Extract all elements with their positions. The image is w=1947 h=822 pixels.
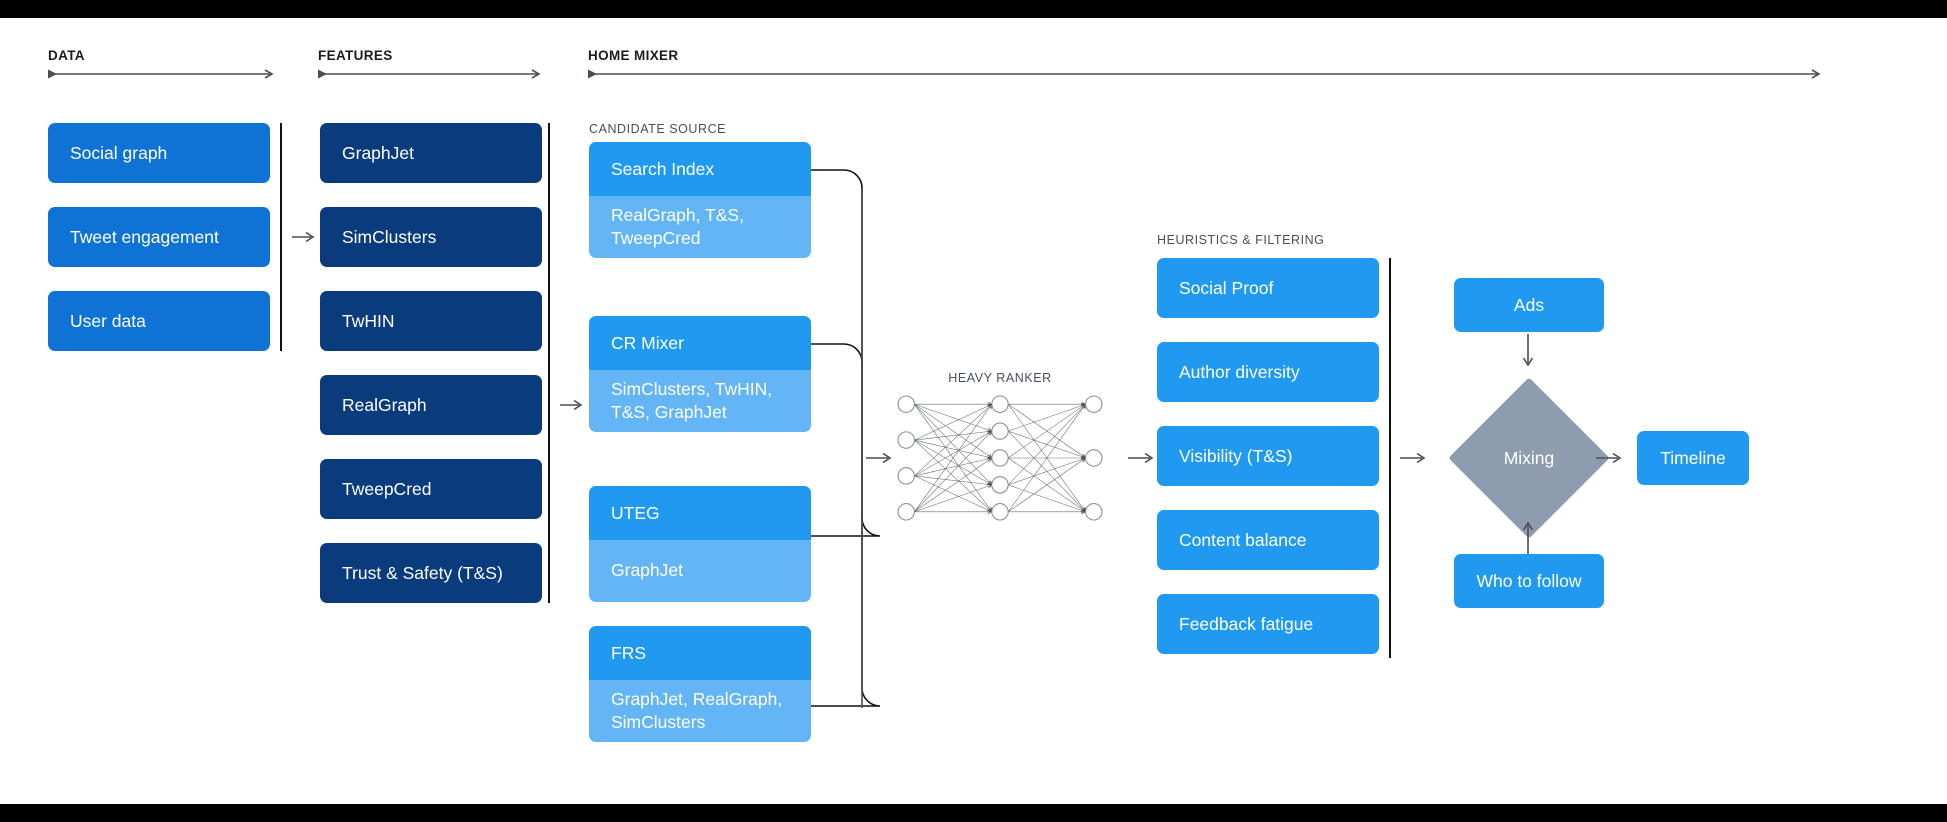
candidate-source-features: GraphJet bbox=[589, 540, 811, 602]
arrow-heavy-ranker-to-heuristics bbox=[1128, 451, 1156, 465]
section-label-data: DATA bbox=[48, 48, 85, 63]
feature-box-label: GraphJet bbox=[342, 142, 414, 163]
candidate-source-search-index[interactable]: Search Index RealGraph, T&S, TweepCred bbox=[589, 142, 811, 258]
arrow-ads-to-mixing bbox=[1521, 334, 1535, 370]
feature-box-realgraph[interactable]: RealGraph bbox=[320, 375, 542, 435]
section-arrow-features bbox=[318, 68, 543, 80]
data-box-label: Social graph bbox=[70, 142, 168, 163]
diagram-sheet: DATA FEATURES HOME MIXER bbox=[0, 18, 1947, 804]
divider-after-heuristics bbox=[1389, 258, 1391, 658]
output-box-label: Timeline bbox=[1660, 447, 1726, 468]
sub-label-candidate-source: CANDIDATE SOURCE bbox=[589, 122, 727, 136]
sub-label-heavy-ranker: HEAVY RANKER bbox=[948, 371, 1052, 385]
feature-box-label: RealGraph bbox=[342, 394, 427, 415]
feature-box-graphjet[interactable]: GraphJet bbox=[320, 123, 542, 183]
heuristic-box-social-proof[interactable]: Social Proof bbox=[1157, 258, 1379, 318]
heuristic-box-label: Author diversity bbox=[1179, 361, 1300, 382]
candidate-source-bus-connector bbox=[811, 138, 931, 758]
output-box-ads[interactable]: Ads bbox=[1454, 278, 1604, 332]
divider-after-data bbox=[280, 123, 282, 351]
feature-box-label: Trust & Safety (T&S) bbox=[342, 562, 503, 583]
section-label-home-mixer: HOME MIXER bbox=[588, 48, 679, 63]
divider-after-features bbox=[548, 123, 550, 603]
output-box-who-to-follow[interactable]: Who to follow bbox=[1454, 554, 1604, 608]
heavy-ranker-neural-network bbox=[896, 394, 1104, 522]
feature-box-twhin[interactable]: TwHIN bbox=[320, 291, 542, 351]
output-box-timeline[interactable]: Timeline bbox=[1637, 431, 1749, 485]
data-box-label: Tweet engagement bbox=[70, 226, 219, 247]
feature-box-label: TweepCred bbox=[342, 478, 432, 499]
section-label-features: FEATURES bbox=[318, 48, 393, 63]
sub-label-heuristics-filtering: HEURISTICS & FILTERING bbox=[1157, 233, 1325, 247]
heuristic-box-label: Content balance bbox=[1179, 529, 1307, 550]
heuristic-box-visibility[interactable]: Visibility (T&S) bbox=[1157, 426, 1379, 486]
data-box-user-data[interactable]: User data bbox=[48, 291, 270, 351]
section-arrow-home-mixer bbox=[588, 68, 1823, 80]
feature-box-label: SimClusters bbox=[342, 226, 437, 247]
candidate-source-features: GraphJet, RealGraph, SimClusters bbox=[589, 680, 811, 742]
candidate-source-title: CR Mixer bbox=[589, 316, 811, 370]
heuristic-box-content-balance[interactable]: Content balance bbox=[1157, 510, 1379, 570]
data-box-tweet-engagement[interactable]: Tweet engagement bbox=[48, 207, 270, 267]
candidate-source-title: UTEG bbox=[589, 486, 811, 540]
heuristic-box-label: Visibility (T&S) bbox=[1179, 445, 1293, 466]
candidate-source-features: SimClusters, TwHIN, T&S, GraphJet bbox=[589, 370, 811, 432]
arrow-features-to-candidate-source bbox=[560, 398, 584, 412]
candidate-source-title: FRS bbox=[589, 626, 811, 680]
heuristic-box-feedback-fatigue[interactable]: Feedback fatigue bbox=[1157, 594, 1379, 654]
data-box-social-graph[interactable]: Social graph bbox=[48, 123, 270, 183]
candidate-source-frs[interactable]: FRS GraphJet, RealGraph, SimClusters bbox=[589, 626, 811, 742]
arrow-candidate-source-to-heavy-ranker bbox=[866, 451, 894, 465]
feature-box-tweepcred[interactable]: TweepCred bbox=[320, 459, 542, 519]
arrow-who-to-follow-to-mixing bbox=[1521, 518, 1535, 554]
arrow-data-to-features bbox=[292, 230, 316, 244]
arrow-mixing-to-timeline bbox=[1596, 451, 1624, 465]
heuristic-box-label: Feedback fatigue bbox=[1179, 613, 1314, 634]
feature-box-trust-and-safety[interactable]: Trust & Safety (T&S) bbox=[320, 543, 542, 603]
arrow-heuristics-to-mixing bbox=[1400, 451, 1428, 465]
heuristic-box-label: Social Proof bbox=[1179, 277, 1274, 298]
candidate-source-features: RealGraph, T&S, TweepCred bbox=[589, 196, 811, 258]
heuristic-box-author-diversity[interactable]: Author diversity bbox=[1157, 342, 1379, 402]
section-arrow-data bbox=[48, 68, 276, 80]
feature-box-label: TwHIN bbox=[342, 310, 395, 331]
feature-box-simclusters[interactable]: SimClusters bbox=[320, 207, 542, 267]
output-box-label: Ads bbox=[1513, 294, 1545, 315]
mixing-diamond[interactable] bbox=[1448, 377, 1610, 539]
candidate-source-title: Search Index bbox=[589, 142, 811, 196]
candidate-source-cr-mixer[interactable]: CR Mixer SimClusters, TwHIN, T&S, GraphJ… bbox=[589, 316, 811, 432]
candidate-source-uteg[interactable]: UTEG GraphJet bbox=[589, 486, 811, 602]
output-box-label: Who to follow bbox=[1476, 570, 1582, 591]
data-box-label: User data bbox=[70, 310, 146, 331]
